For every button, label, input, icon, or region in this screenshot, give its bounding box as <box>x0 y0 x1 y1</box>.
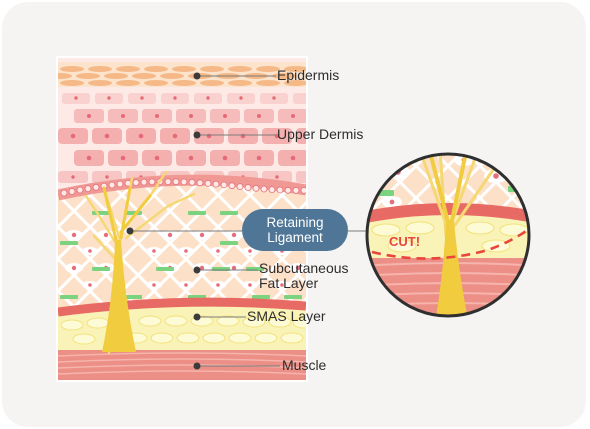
zoom-inset-circle <box>365 152 531 318</box>
muscle-layer <box>58 350 306 380</box>
retaining-ligament-label: Retaining Ligament <box>242 209 348 251</box>
leader-lines <box>130 75 368 367</box>
epidermis-label: Epidermis <box>277 67 340 83</box>
retaining-ligament <box>84 170 196 355</box>
cut-line <box>371 226 529 260</box>
leader-dots <box>126 72 201 370</box>
muscle-label: Muscle <box>282 357 327 373</box>
epidermis-layer <box>58 62 306 87</box>
retaining-ligament-label-line1: Retaining <box>266 215 324 230</box>
subcutaneous-fat-label-line2: Fat Layer <box>259 275 319 291</box>
dermis-border <box>58 174 306 201</box>
upper-dermis-label: Upper Dermis <box>277 126 364 142</box>
cut-label: CUT! <box>389 234 421 249</box>
retaining-ligament-label-line2: Ligament <box>267 230 323 245</box>
upper-dermis-cells <box>58 93 306 183</box>
subcutaneous-fat-label: Subcutaneous Fat Layer <box>259 261 349 291</box>
subcutaneous-fat-label-line1: Subcutaneous <box>259 260 349 276</box>
smas-layer-label: SMAS Layer <box>247 308 326 324</box>
